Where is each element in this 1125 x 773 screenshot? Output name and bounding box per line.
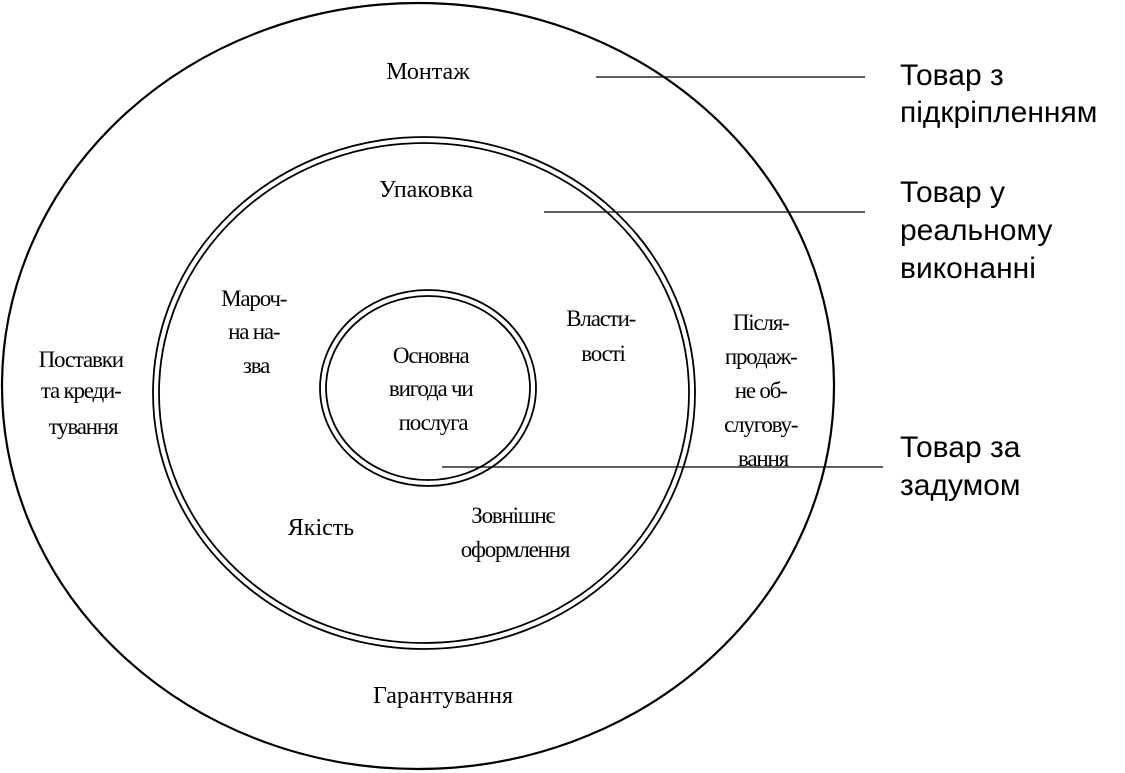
level-actual-product: Товар у реальному виконанні bbox=[900, 176, 1061, 285]
label-brand-name: Мароч- на на- зва bbox=[221, 286, 291, 378]
label-installation: Монтаж bbox=[386, 59, 470, 85]
middle-ring-outer bbox=[152, 136, 696, 650]
middle-ring-inner bbox=[158, 142, 690, 644]
label-core-benefit: Основна вигода чи послуга bbox=[389, 343, 477, 435]
level-core-product: Товар за задумом bbox=[900, 431, 1029, 502]
level-augmented-product: Товар з підкріпленням bbox=[900, 59, 1097, 129]
label-warranty: Гарантування bbox=[373, 683, 513, 709]
label-delivery-credit: Поставки та креди- тування bbox=[39, 347, 128, 439]
core-ring-outer bbox=[319, 289, 537, 487]
label-packaging: Упаковка bbox=[379, 177, 473, 203]
label-features: Власти- вості bbox=[566, 306, 639, 366]
label-design: Зовнішнє оформлення bbox=[461, 503, 571, 562]
label-quality: Якість bbox=[288, 515, 354, 541]
core-ring-inner bbox=[325, 295, 531, 481]
outer-ring bbox=[0, 1, 836, 771]
label-after-sales-service: Після- продаж- не об- слугову- вання bbox=[724, 310, 802, 471]
